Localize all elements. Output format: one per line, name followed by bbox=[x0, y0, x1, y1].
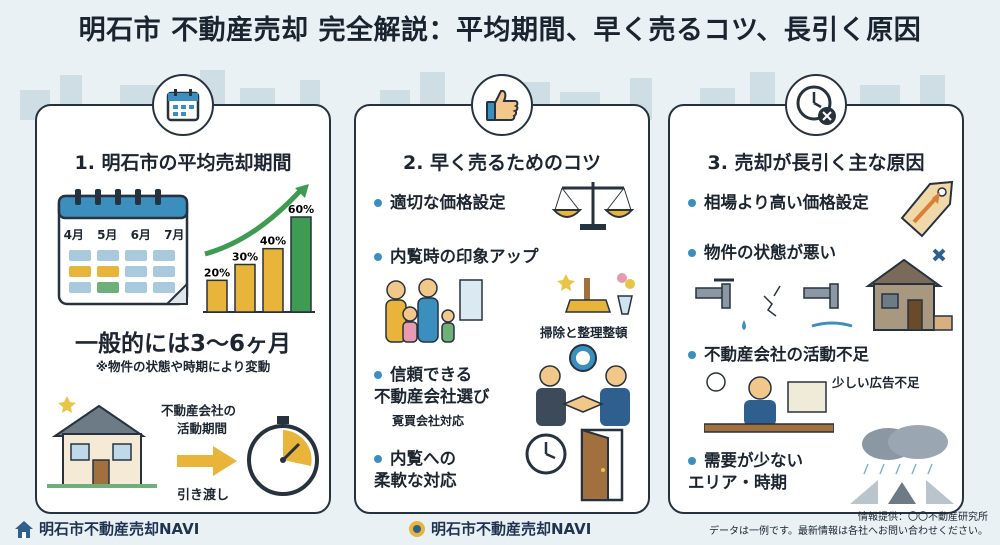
thumbs-up-icon bbox=[471, 74, 533, 136]
info-note: 情報提供：〇〇不動産研究所 データは一例です。最新情報は各社へお問い合わせくださ… bbox=[709, 512, 988, 537]
price-tag-icon bbox=[896, 178, 956, 246]
growth-bar-label: 20% bbox=[204, 266, 230, 279]
arrow-right-icon bbox=[177, 446, 237, 480]
activity-label-1: 不動産会社の bbox=[161, 403, 237, 418]
growth-bar bbox=[290, 216, 312, 313]
old-house-icon bbox=[864, 246, 956, 340]
card3-heading: 3. 売却が長引く主な原因 bbox=[707, 152, 925, 174]
footer-brand-center[interactable]: 明石市不動産売却NAVI bbox=[408, 518, 591, 539]
page-title: 明石市 不動産売却 完全解説：平均期間、早く売るコツ、長引く原因 bbox=[78, 15, 922, 46]
handshake-icon bbox=[528, 342, 638, 430]
rain-cloud-icon bbox=[848, 424, 956, 508]
calendar-icon bbox=[152, 74, 214, 136]
worried-agent-icon bbox=[703, 368, 835, 438]
door-icon bbox=[578, 428, 632, 506]
growth-bar-label: 60% bbox=[288, 203, 314, 216]
tip-agency: 信頼できる 不動産会社選び bbox=[374, 365, 490, 406]
card-causes: 3. 売却が長引く主な原因 相場より高い価格設定 物件の状態が悪い 不動産会社の… bbox=[668, 74, 964, 514]
faucet-icon bbox=[694, 276, 854, 344]
typical-period: 一般的には3〜6ヶ月 bbox=[74, 331, 291, 357]
stopwatch-icon bbox=[243, 414, 323, 502]
month-label: 6月 bbox=[130, 228, 151, 242]
activity-label-2: 活動期間 bbox=[177, 421, 228, 436]
family-icon bbox=[374, 276, 484, 348]
cause-low-demand: 需要が少ない エリア・時期 bbox=[688, 451, 803, 492]
clock-cancel-icon bbox=[785, 74, 847, 136]
card2-heading: 2. 早く売るためのコツ bbox=[402, 152, 602, 174]
house-icon bbox=[47, 388, 157, 488]
clock-icon bbox=[524, 432, 568, 480]
month-label: 4月 bbox=[63, 228, 84, 242]
agency-inactivity-sub: 少しい広告不足 bbox=[832, 375, 920, 390]
growth-bar-label: 40% bbox=[260, 235, 286, 248]
growth-bar bbox=[206, 279, 228, 313]
growth-bar bbox=[234, 263, 256, 313]
growth-bar-chart: 20%30%40% 60% bbox=[201, 182, 317, 314]
tip-pricing: 適切な価格設定 bbox=[374, 192, 506, 214]
cause-high-price: 相場より高い価格設定 bbox=[688, 192, 869, 214]
month-label: 7月 bbox=[164, 228, 185, 242]
growth-bar-label: 30% bbox=[232, 251, 258, 264]
cause-agency-inactivity: 不動産会社の活動不足 bbox=[688, 344, 869, 366]
calendar-graphic: 4月 5月 6月 7月 bbox=[57, 188, 191, 308]
cleaning-label: 掃除と整理整頓 bbox=[540, 325, 628, 340]
card-tips: 2. 早く売るためのコツ 適切な価格設定 内覧時の印象アップ 掃除と整理整頓 信… bbox=[354, 74, 650, 514]
typical-note: ※物件の状態や時期により変動 bbox=[95, 359, 271, 374]
tip-impression: 内覧時の印象アップ bbox=[374, 246, 539, 268]
handover-label: 引き渡し bbox=[177, 488, 230, 503]
footer-brand-left[interactable]: 明石市不動産売却NAVI bbox=[14, 518, 199, 539]
tip-flexible-viewing: 内覧への 柔軟な対応 bbox=[374, 449, 457, 490]
star-logo-icon bbox=[409, 520, 425, 537]
month-label: 5月 bbox=[97, 228, 118, 242]
scale-icon bbox=[551, 176, 635, 236]
cleaning-icon bbox=[506, 268, 636, 322]
growth-bar bbox=[262, 247, 284, 313]
agency-sub-label: 覔買会社対応 bbox=[392, 414, 465, 428]
card1-heading: 1. 明石市の平均売却期間 bbox=[74, 152, 292, 174]
cause-poor-condition: 物件の状態が悪い bbox=[688, 242, 836, 264]
house-logo-icon bbox=[15, 520, 33, 538]
card-average-period: 1. 明石市の平均売却期間 4月 5月 6月 7月 20%30%40% 60% bbox=[35, 74, 331, 514]
